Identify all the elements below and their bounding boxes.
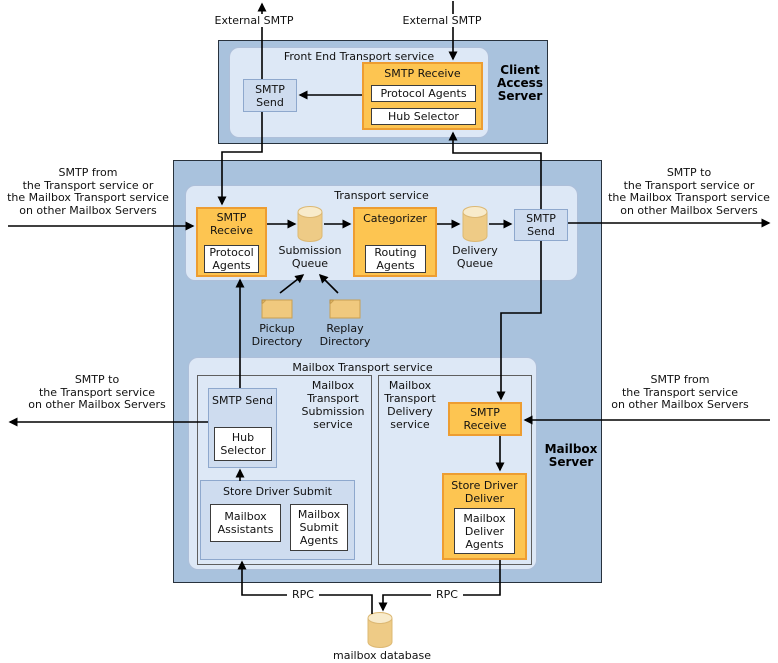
transport-smtp-send-box: SMTP Send xyxy=(514,209,568,241)
pickup-directory-folder-icon xyxy=(261,299,293,319)
mailbox-database-icon xyxy=(367,612,393,648)
mt-smtp-send-title: SMTP Send xyxy=(211,394,274,407)
external-smtp-right-label: External SMTP xyxy=(399,14,485,27)
rpc-left-label: RPC xyxy=(287,588,319,601)
mailbox-transport-submission-service-label: Mailbox Transport Submission service xyxy=(301,379,365,431)
mailbox-deliver-agents-box: Mailbox Deliver Agents xyxy=(454,508,515,554)
categorizer-box: Categorizer Routing Agents xyxy=(353,207,437,277)
delivery-queue-icon xyxy=(462,206,488,242)
flow-label-smtp-in-transport: SMTP from the Transport service or the M… xyxy=(7,166,169,217)
mt-hub-selector-box: Hub Selector xyxy=(214,427,272,461)
transport-smtp-receive-box: SMTP Receive Protocol Agents xyxy=(196,207,267,277)
transport-smtp-receive-title: SMTP Receive xyxy=(209,211,254,237)
replay-directory-folder-icon xyxy=(329,299,361,319)
transport-protocol-agents-box: Protocol Agents xyxy=(204,245,259,273)
mailbox-submit-agents-box: Mailbox Submit Agents xyxy=(290,504,348,551)
mailbox-database-label: mailbox database xyxy=(333,649,431,662)
mt-smtp-send-box: SMTP Send Hub Selector xyxy=(208,388,277,468)
pickup-directory-label: Pickup Directory xyxy=(251,322,303,348)
mailbox-transport-delivery-service-label: Mailbox Transport Delivery service xyxy=(384,379,436,431)
flow-label-smtp-out-transport: SMTP to the Transport service or the Mai… xyxy=(608,166,770,217)
frontend-smtp-receive-box: SMTP Receive Protocol Agents Hub Selecto… xyxy=(362,62,483,130)
store-driver-submit-box: Store Driver Submit Mailbox Assistants M… xyxy=(200,480,355,560)
frontend-smtp-send-box: SMTP Send xyxy=(243,79,297,112)
store-driver-submit-title: Store Driver Submit xyxy=(223,485,332,498)
frontend-protocol-agents-box: Protocol Agents xyxy=(371,85,476,102)
routing-agents-box: Routing Agents xyxy=(365,245,426,273)
store-driver-deliver-box: Store Driver Deliver Mailbox Deliver Age… xyxy=(442,473,527,560)
submission-queue-label: Submission Queue xyxy=(278,244,342,270)
delivery-queue-label: Delivery Queue xyxy=(452,244,498,270)
submission-queue-icon xyxy=(297,206,323,242)
categorizer-title: Categorizer xyxy=(363,212,427,225)
frontend-hub-selector-box: Hub Selector xyxy=(371,108,476,125)
rpc-right-label: RPC xyxy=(431,588,463,601)
external-smtp-left-label: External SMTP xyxy=(211,14,297,27)
flow-label-smtp-in-mailbox: SMTP from the Transport service on other… xyxy=(611,373,749,411)
store-driver-deliver-title: Store Driver Deliver xyxy=(451,479,518,505)
replay-directory-label: Replay Directory xyxy=(319,322,371,348)
mailbox-assistants-box: Mailbox Assistants xyxy=(210,504,281,542)
client-access-server-label: Client Access Server xyxy=(497,63,543,103)
mailbox-transport-service-title: Mailbox Transport service xyxy=(292,361,433,374)
mt-smtp-receive-box: SMTP Receive xyxy=(448,402,522,436)
transport-service-title: Transport service xyxy=(334,189,429,202)
mailbox-server-label: Mailbox Server xyxy=(544,442,598,469)
front-end-transport-service-title: Front End Transport service xyxy=(283,50,435,63)
flow-label-smtp-out-mailbox: SMTP to the Transport service on other M… xyxy=(28,373,166,411)
frontend-smtp-receive-title: SMTP Receive xyxy=(384,67,461,80)
